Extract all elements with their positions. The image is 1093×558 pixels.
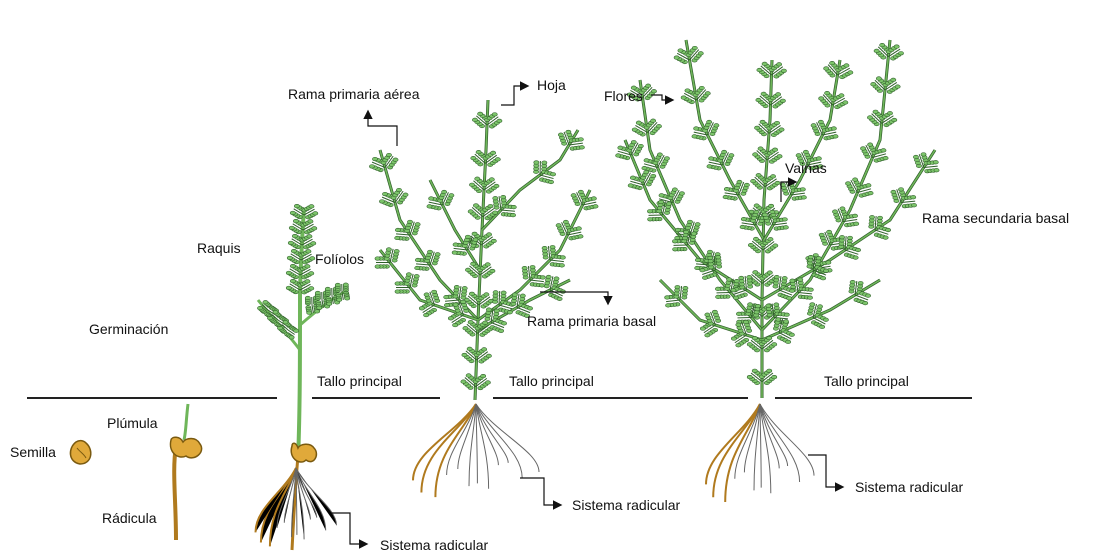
label-flores: Flores	[604, 88, 643, 104]
label-plumula: Plúmula	[107, 415, 158, 431]
label-hoja: Hoja	[537, 77, 566, 93]
label-radicula: Rádicula	[102, 510, 156, 526]
label-tallo-principal-3: Tallo principal	[824, 373, 909, 389]
label-raquis: Raquis	[197, 240, 241, 256]
label-tallo-principal-2: Tallo principal	[509, 373, 594, 389]
label-germinacion: Germinación	[89, 321, 168, 337]
label-vainas: Vainas	[785, 160, 827, 176]
label-semilla: Semilla	[10, 444, 56, 460]
label-sistema-radicular-2: Sistema radicular	[572, 497, 680, 513]
mid-plant	[369, 100, 598, 497]
label-foliolos: Folíolos	[315, 251, 364, 267]
label-sistema-radicular-3: Sistema radicular	[855, 479, 963, 495]
germinating-seedling	[170, 404, 201, 540]
label-tallo-principal-1: Tallo principal	[317, 373, 402, 389]
label-rama-secundaria-basal: Rama secundaria basal	[922, 210, 1069, 226]
label-rama-primaria-aerea: Rama primaria aérea	[288, 86, 420, 102]
mature-plant	[616, 40, 940, 502]
label-sistema-radicular-1: Sistema radicular	[380, 537, 488, 553]
label-rama-primaria-basal: Rama primaria basal	[527, 313, 656, 329]
seed	[70, 441, 90, 464]
